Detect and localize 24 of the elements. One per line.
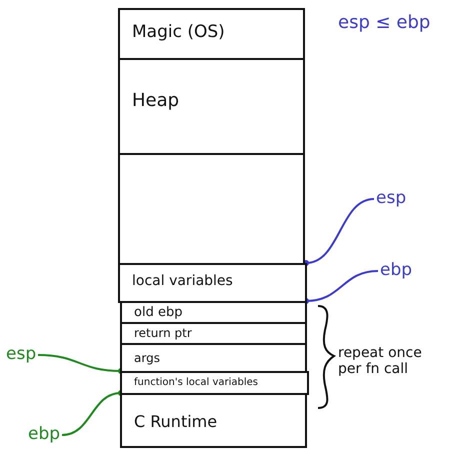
pointer-label: esp: [376, 188, 406, 208]
segment-label: Heap: [132, 90, 180, 111]
segment-label: local variables: [132, 273, 233, 289]
pointer-label: ebp: [380, 260, 412, 280]
memory-segment: [118, 153, 305, 265]
brace-label: repeat once per fn call: [338, 345, 423, 377]
memory-segment: [120, 371, 309, 395]
memory-segment: [118, 8, 305, 60]
leader-line: [303, 198, 374, 266]
memory-segment: [120, 343, 307, 373]
note-text: esp ≤ ebp: [338, 12, 430, 33]
memory-segment: [120, 322, 307, 345]
memory-segment: [118, 58, 305, 155]
pointer-label: ebp: [28, 424, 60, 444]
segment-label: Magic (OS): [132, 22, 225, 42]
pointer-label: esp: [6, 344, 36, 364]
memory-segment: [120, 301, 307, 324]
segment-label: old ebp: [134, 305, 182, 320]
memory-segment: [118, 263, 307, 303]
memory-segment: [120, 393, 307, 448]
segment-label: function's local variables: [134, 377, 258, 388]
segment-label: C Runtime: [134, 412, 218, 431]
segment-label: args: [134, 351, 160, 365]
segment-label: return ptr: [134, 326, 192, 340]
